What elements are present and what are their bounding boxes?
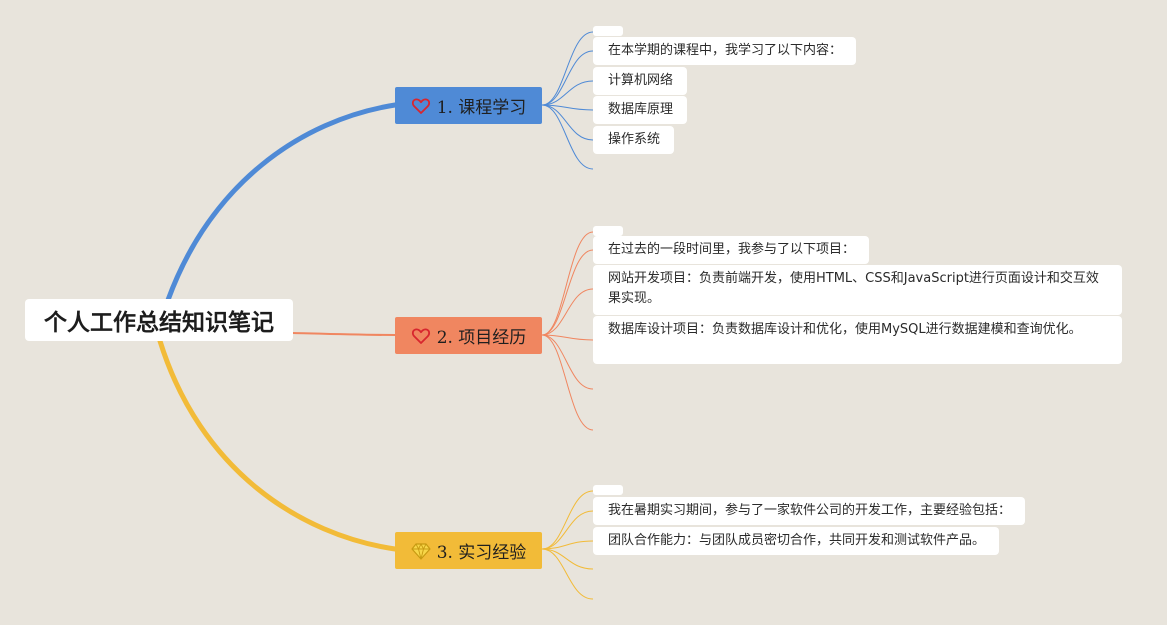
- topic-project-intro[interactable]: 在过去的一段时间里，我参与了以下项目：: [593, 236, 870, 264]
- heart-icon: [411, 326, 431, 346]
- connector-root-b1: [165, 102, 398, 303]
- connector-root-b2: [292, 332, 396, 336]
- branch-label: 1. 课程学习: [436, 98, 527, 118]
- topic-database-principles[interactable]: 数据库原理: [593, 96, 688, 124]
- diamond-icon: [411, 541, 431, 561]
- branch-label: 3. 实习经验: [436, 543, 527, 563]
- branch-course-study[interactable]: 1. 课程学习: [395, 87, 542, 124]
- topic-internship-intro[interactable]: 我在暑期实习期间，参与了一家软件公司的开发工作，主要经验包括：: [593, 497, 1026, 525]
- branch-internship-experience[interactable]: 3. 实习经验: [395, 532, 542, 569]
- empty-topic[interactable]: [593, 26, 623, 36]
- branch-label: 2. 项目经历: [436, 328, 527, 348]
- empty-topic[interactable]: [593, 226, 623, 236]
- topic-course-intro[interactable]: 在本学期的课程中，我学习了以下内容：: [593, 37, 857, 65]
- topic-teamwork[interactable]: 团队合作能力：与团队成员密切合作，共同开发和测试软件产品。: [593, 527, 1000, 555]
- branch-project-experience[interactable]: 2. 项目经历: [395, 317, 542, 354]
- topic-operating-system[interactable]: 操作系统: [593, 126, 675, 154]
- root-topic[interactable]: 个人工作总结知识笔记: [25, 299, 293, 341]
- heart-icon: [411, 96, 431, 116]
- topic-computer-network[interactable]: 计算机网络: [593, 67, 688, 95]
- topic-website-project[interactable]: 网站开发项目：负责前端开发，使用HTML、CSS和JavaScript进行页面设…: [593, 265, 1122, 315]
- connector-root-b3: [157, 338, 398, 552]
- empty-topic[interactable]: [593, 485, 623, 495]
- topic-database-project[interactable]: 数据库设计项目：负责数据库设计和优化，使用MySQL进行数据建模和查询优化。: [593, 316, 1122, 364]
